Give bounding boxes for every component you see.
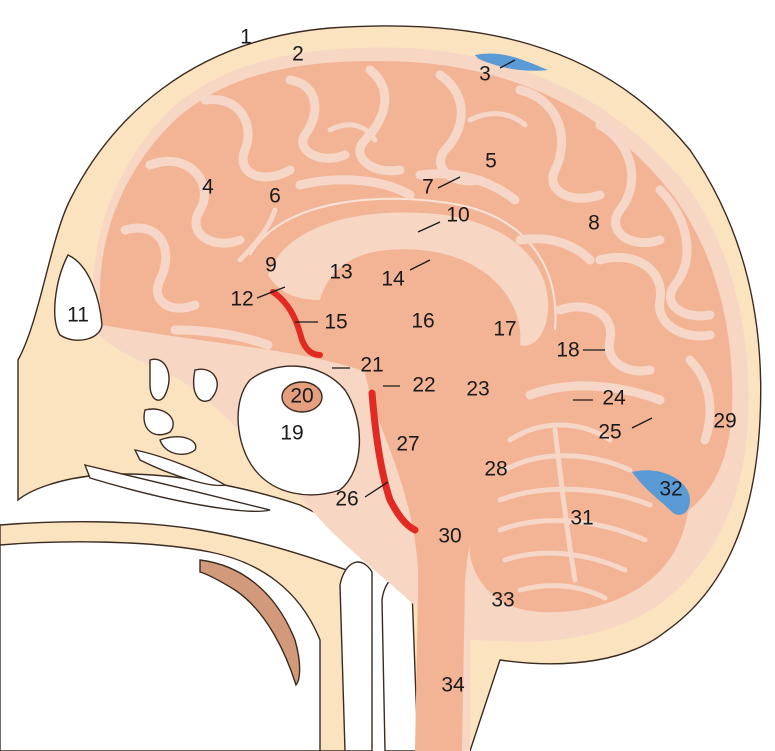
label-6: 6 xyxy=(269,185,281,208)
label-28: 28 xyxy=(484,458,507,481)
label-7: 7 xyxy=(422,176,434,199)
label-20: 20 xyxy=(290,385,313,408)
label-26: 26 xyxy=(335,488,358,511)
label-24: 24 xyxy=(602,387,626,410)
label-21: 21 xyxy=(360,354,383,377)
label-4: 4 xyxy=(202,176,214,199)
label-14: 14 xyxy=(381,268,405,291)
label-11: 11 xyxy=(67,304,89,327)
label-30: 30 xyxy=(438,525,461,548)
label-27: 27 xyxy=(396,433,419,456)
label-15: 15 xyxy=(324,311,347,334)
label-23: 23 xyxy=(466,378,489,401)
label-10: 10 xyxy=(446,204,469,227)
label-9: 9 xyxy=(265,254,277,277)
label-13: 13 xyxy=(329,261,352,284)
label-3: 3 xyxy=(479,63,491,86)
label-5: 5 xyxy=(485,150,497,173)
label-8: 8 xyxy=(588,212,600,235)
pharynx-airway xyxy=(340,562,372,751)
label-1: 1 xyxy=(240,26,252,49)
label-34: 34 xyxy=(441,674,465,697)
label-12: 12 xyxy=(230,288,253,311)
label-31: 31 xyxy=(570,507,593,530)
label-19: 19 xyxy=(280,422,303,445)
label-29: 29 xyxy=(713,410,736,433)
label-33: 33 xyxy=(491,589,514,612)
label-22: 22 xyxy=(412,374,435,397)
label-16: 16 xyxy=(411,310,434,333)
label-17: 17 xyxy=(493,318,516,341)
label-18: 18 xyxy=(556,339,579,362)
label-25: 25 xyxy=(598,421,621,444)
label-32: 32 xyxy=(659,478,682,501)
label-2: 2 xyxy=(292,43,304,66)
